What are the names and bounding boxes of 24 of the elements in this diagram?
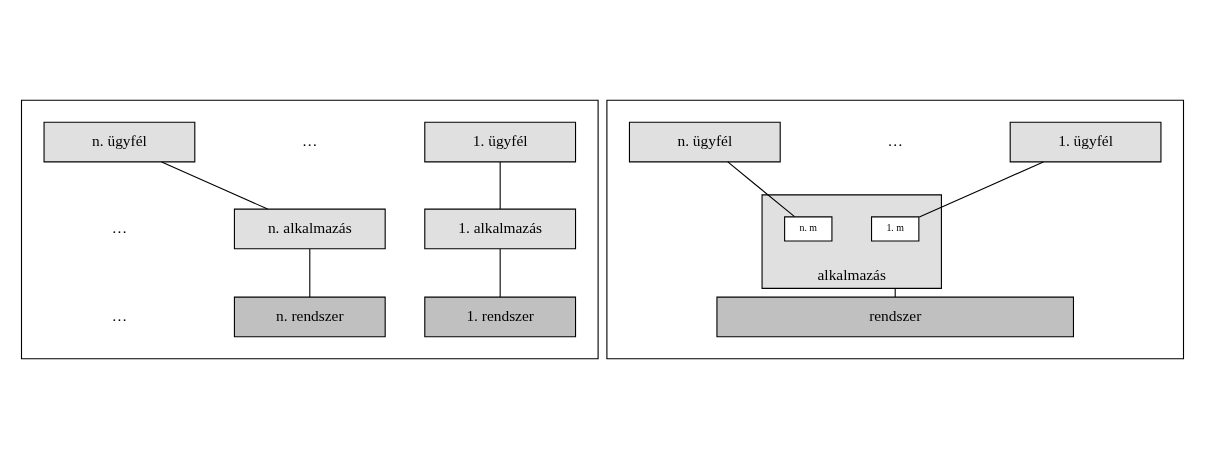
connector (499, 248, 501, 297)
connector (918, 160, 1044, 218)
node-box: n. ügyfél (43, 121, 196, 162)
label: … (111, 218, 128, 236)
node-box: n. ügyfél (628, 121, 781, 162)
connector (727, 160, 796, 217)
node-box: 1. ügyfél (1009, 121, 1162, 162)
node-box: rendszer (716, 296, 1074, 337)
label: … (111, 306, 128, 324)
cluster (606, 99, 1185, 359)
node-box: n. rendszer (233, 296, 386, 337)
node-box: n. alkalmazás (233, 208, 386, 249)
node-box: 1. m (871, 215, 920, 242)
connector (161, 160, 269, 210)
node-box: 1. rendszer (424, 296, 577, 337)
node-box: n. m (784, 215, 833, 242)
node-box: 1. alkalmazás (424, 208, 577, 249)
label: … (302, 131, 318, 149)
cluster (20, 99, 599, 359)
label: … (887, 131, 903, 149)
connector (309, 248, 311, 297)
connector (499, 160, 501, 210)
connector (894, 287, 896, 298)
node-box: 1. ügyfél (424, 121, 577, 162)
